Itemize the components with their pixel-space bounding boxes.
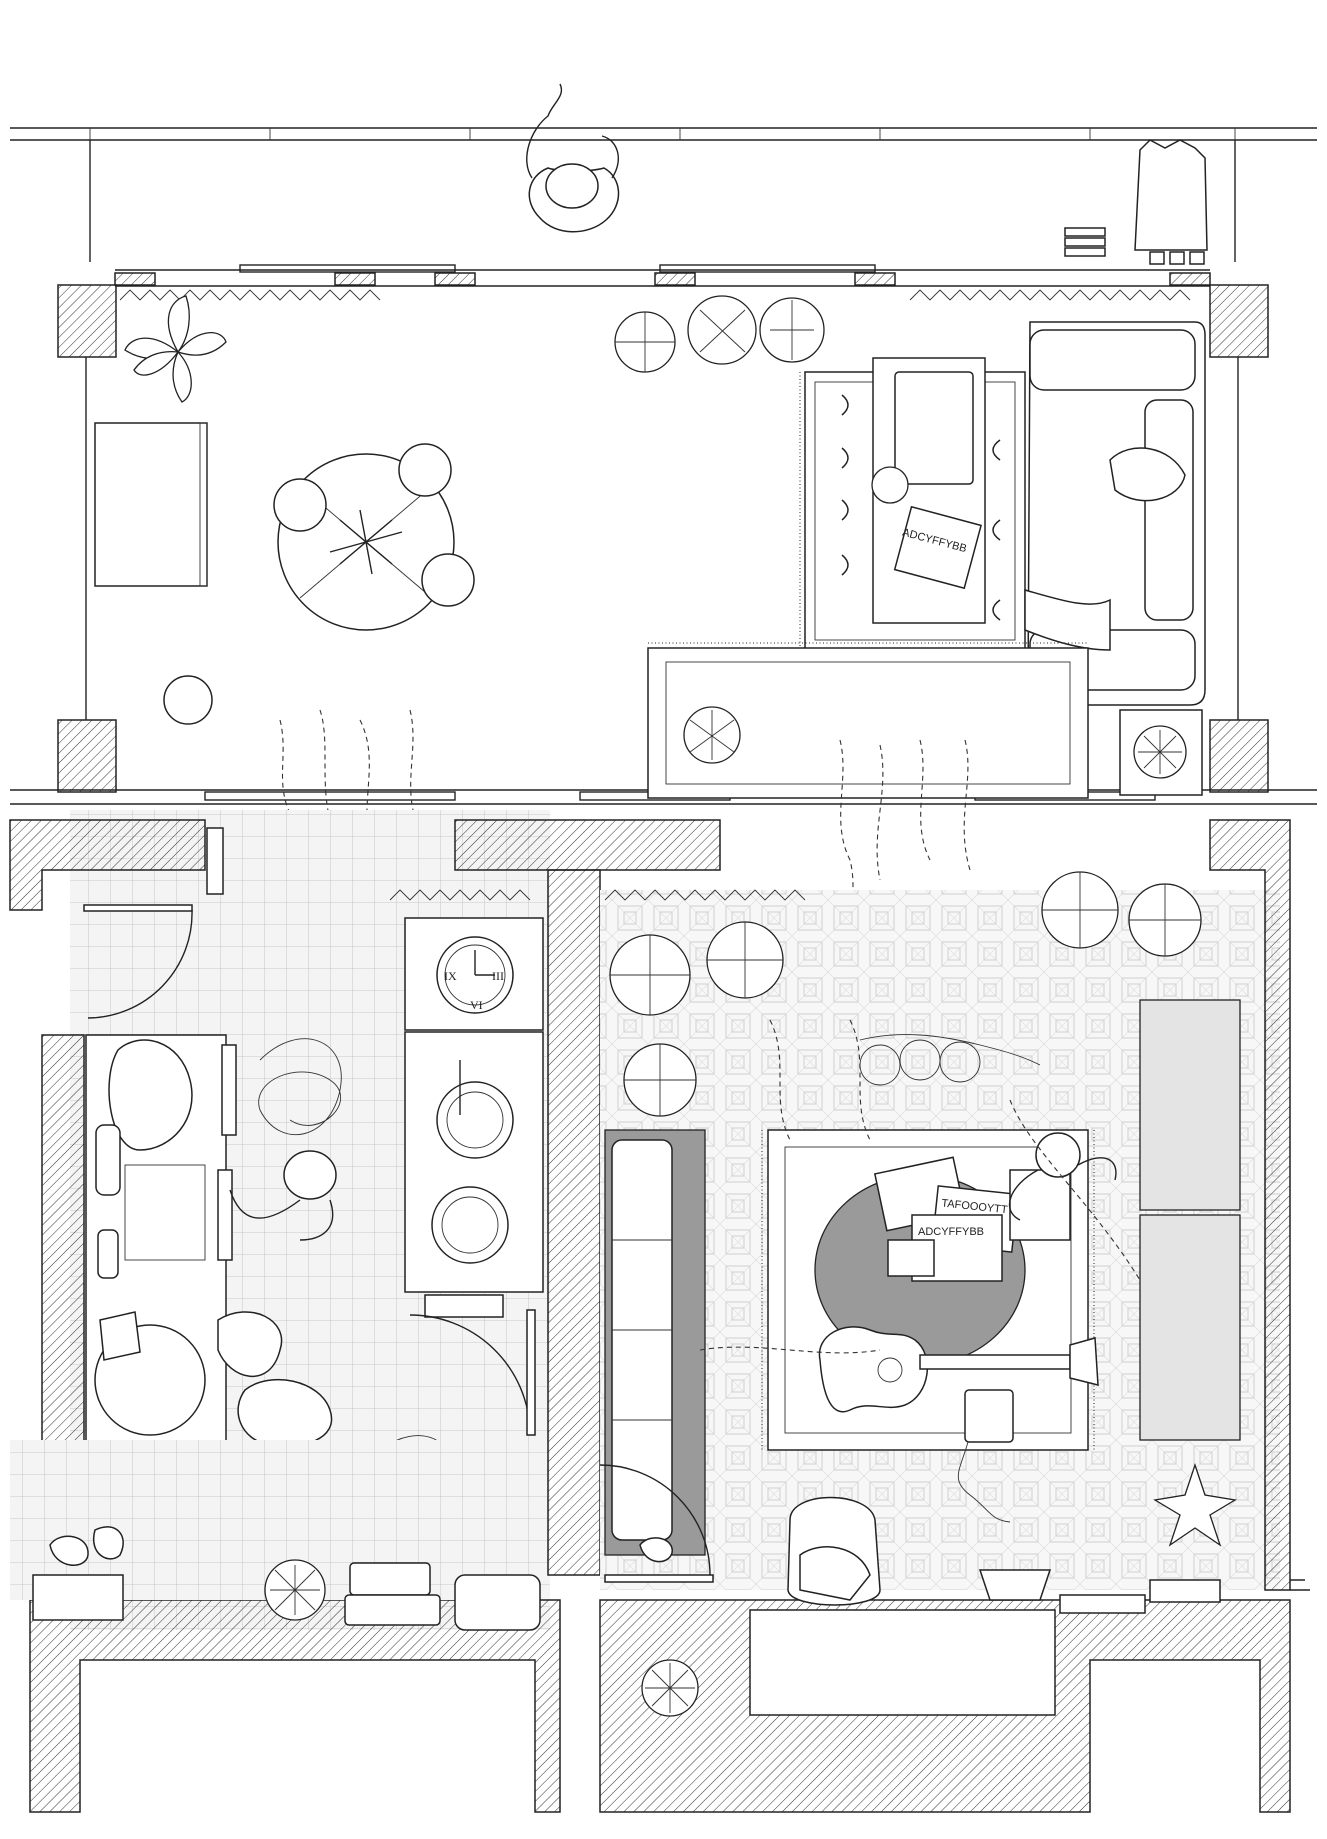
upper-walls: [10, 264, 1317, 805]
door: [604, 1574, 714, 1583]
cabinet: [1139, 1214, 1241, 1441]
drawer: [217, 1169, 233, 1261]
laundry-rack: [1064, 139, 1208, 265]
stack-of-books: [424, 1294, 504, 1318]
plant-lower-right: [1119, 709, 1203, 796]
plant-cluster-top: [614, 295, 825, 373]
rug-bench: [647, 642, 1089, 799]
upper-living-room: ADCYFFYBB: [94, 295, 1206, 961]
shoes: [92, 1526, 124, 1560]
magazine: [893, 505, 982, 590]
book-stack: [1009, 1169, 1071, 1241]
curtain: [119, 289, 381, 301]
pillar: [1209, 284, 1269, 358]
person-on-balcony: [526, 83, 620, 233]
curtain: [604, 889, 806, 901]
plant-cluster-left: [609, 921, 784, 1117]
dining-table: [163, 443, 475, 725]
sideboard: [94, 422, 208, 587]
stool: [978, 1569, 1052, 1601]
knife-block: [99, 1311, 141, 1361]
bottle: [95, 1124, 121, 1196]
living-room-lower: TAFOOOYTT ADCYFFYBB: [599, 819, 1310, 1813]
slippers: [639, 1537, 673, 1563]
typewriter: [344, 1594, 441, 1626]
door-swing: [599, 1464, 711, 1576]
wall: [454, 819, 721, 871]
cabinet-door: [206, 827, 224, 895]
star-plant: [1153, 1462, 1237, 1547]
chair: [163, 675, 213, 725]
chair: [421, 553, 475, 607]
pan: [436, 1081, 514, 1159]
sink: [124, 1164, 206, 1261]
clock-label-ix: IX: [444, 969, 457, 983]
pillar: [57, 719, 117, 793]
wall: [9, 819, 206, 911]
person-reading: [859, 1034, 1117, 1221]
bench: [749, 1609, 1056, 1716]
window-strip: [204, 791, 456, 801]
entry-door-handle: [1290, 1579, 1310, 1591]
balcony: [10, 83, 1317, 265]
suitcase: [349, 1562, 431, 1596]
person-in-kitchen: [229, 1038, 452, 1518]
kitchen: IX III VI: [9, 810, 721, 1813]
bottle: [97, 1229, 119, 1279]
drawer: [221, 1044, 237, 1136]
curtain: [389, 889, 531, 901]
wall: [29, 1599, 561, 1813]
magazine-cover-text: ADCYFFYBB: [918, 1226, 984, 1238]
cushion: [799, 1546, 871, 1601]
potted-plant: [871, 466, 909, 504]
coffee-table: ADCYFFYBB: [871, 357, 986, 624]
cabinet: [1139, 999, 1241, 1211]
shoes: [49, 1535, 89, 1566]
plant-cluster-right: [1041, 871, 1202, 957]
suitcase: [454, 1574, 541, 1631]
upper-window: [659, 264, 876, 273]
book-stack: [1149, 1579, 1221, 1603]
upper-window: [239, 264, 456, 273]
produce-bowl: [237, 1378, 333, 1447]
laptop: [894, 371, 974, 485]
plant-upper-left: [124, 295, 227, 403]
chair: [273, 478, 327, 532]
wall: [547, 869, 601, 1576]
pillar: [57, 284, 117, 358]
cushion: [1024, 589, 1111, 651]
clock-label-iii: III: [492, 969, 504, 983]
curtain: [909, 289, 1191, 301]
person-on-sofa: [1109, 447, 1186, 502]
book-stack: [1059, 1594, 1146, 1614]
guitar: [818, 1326, 1099, 1413]
clock-label-vi: VI: [470, 998, 483, 1012]
wall: [1209, 819, 1291, 1591]
telephone: [964, 1389, 1014, 1443]
pot: [431, 1186, 509, 1264]
shoe-bench: [32, 1574, 124, 1621]
plastic-bag: [108, 1039, 193, 1151]
produce-bowl: [217, 1311, 283, 1378]
device: [887, 1239, 935, 1277]
chair: [398, 443, 452, 497]
pillar: [1209, 719, 1269, 793]
